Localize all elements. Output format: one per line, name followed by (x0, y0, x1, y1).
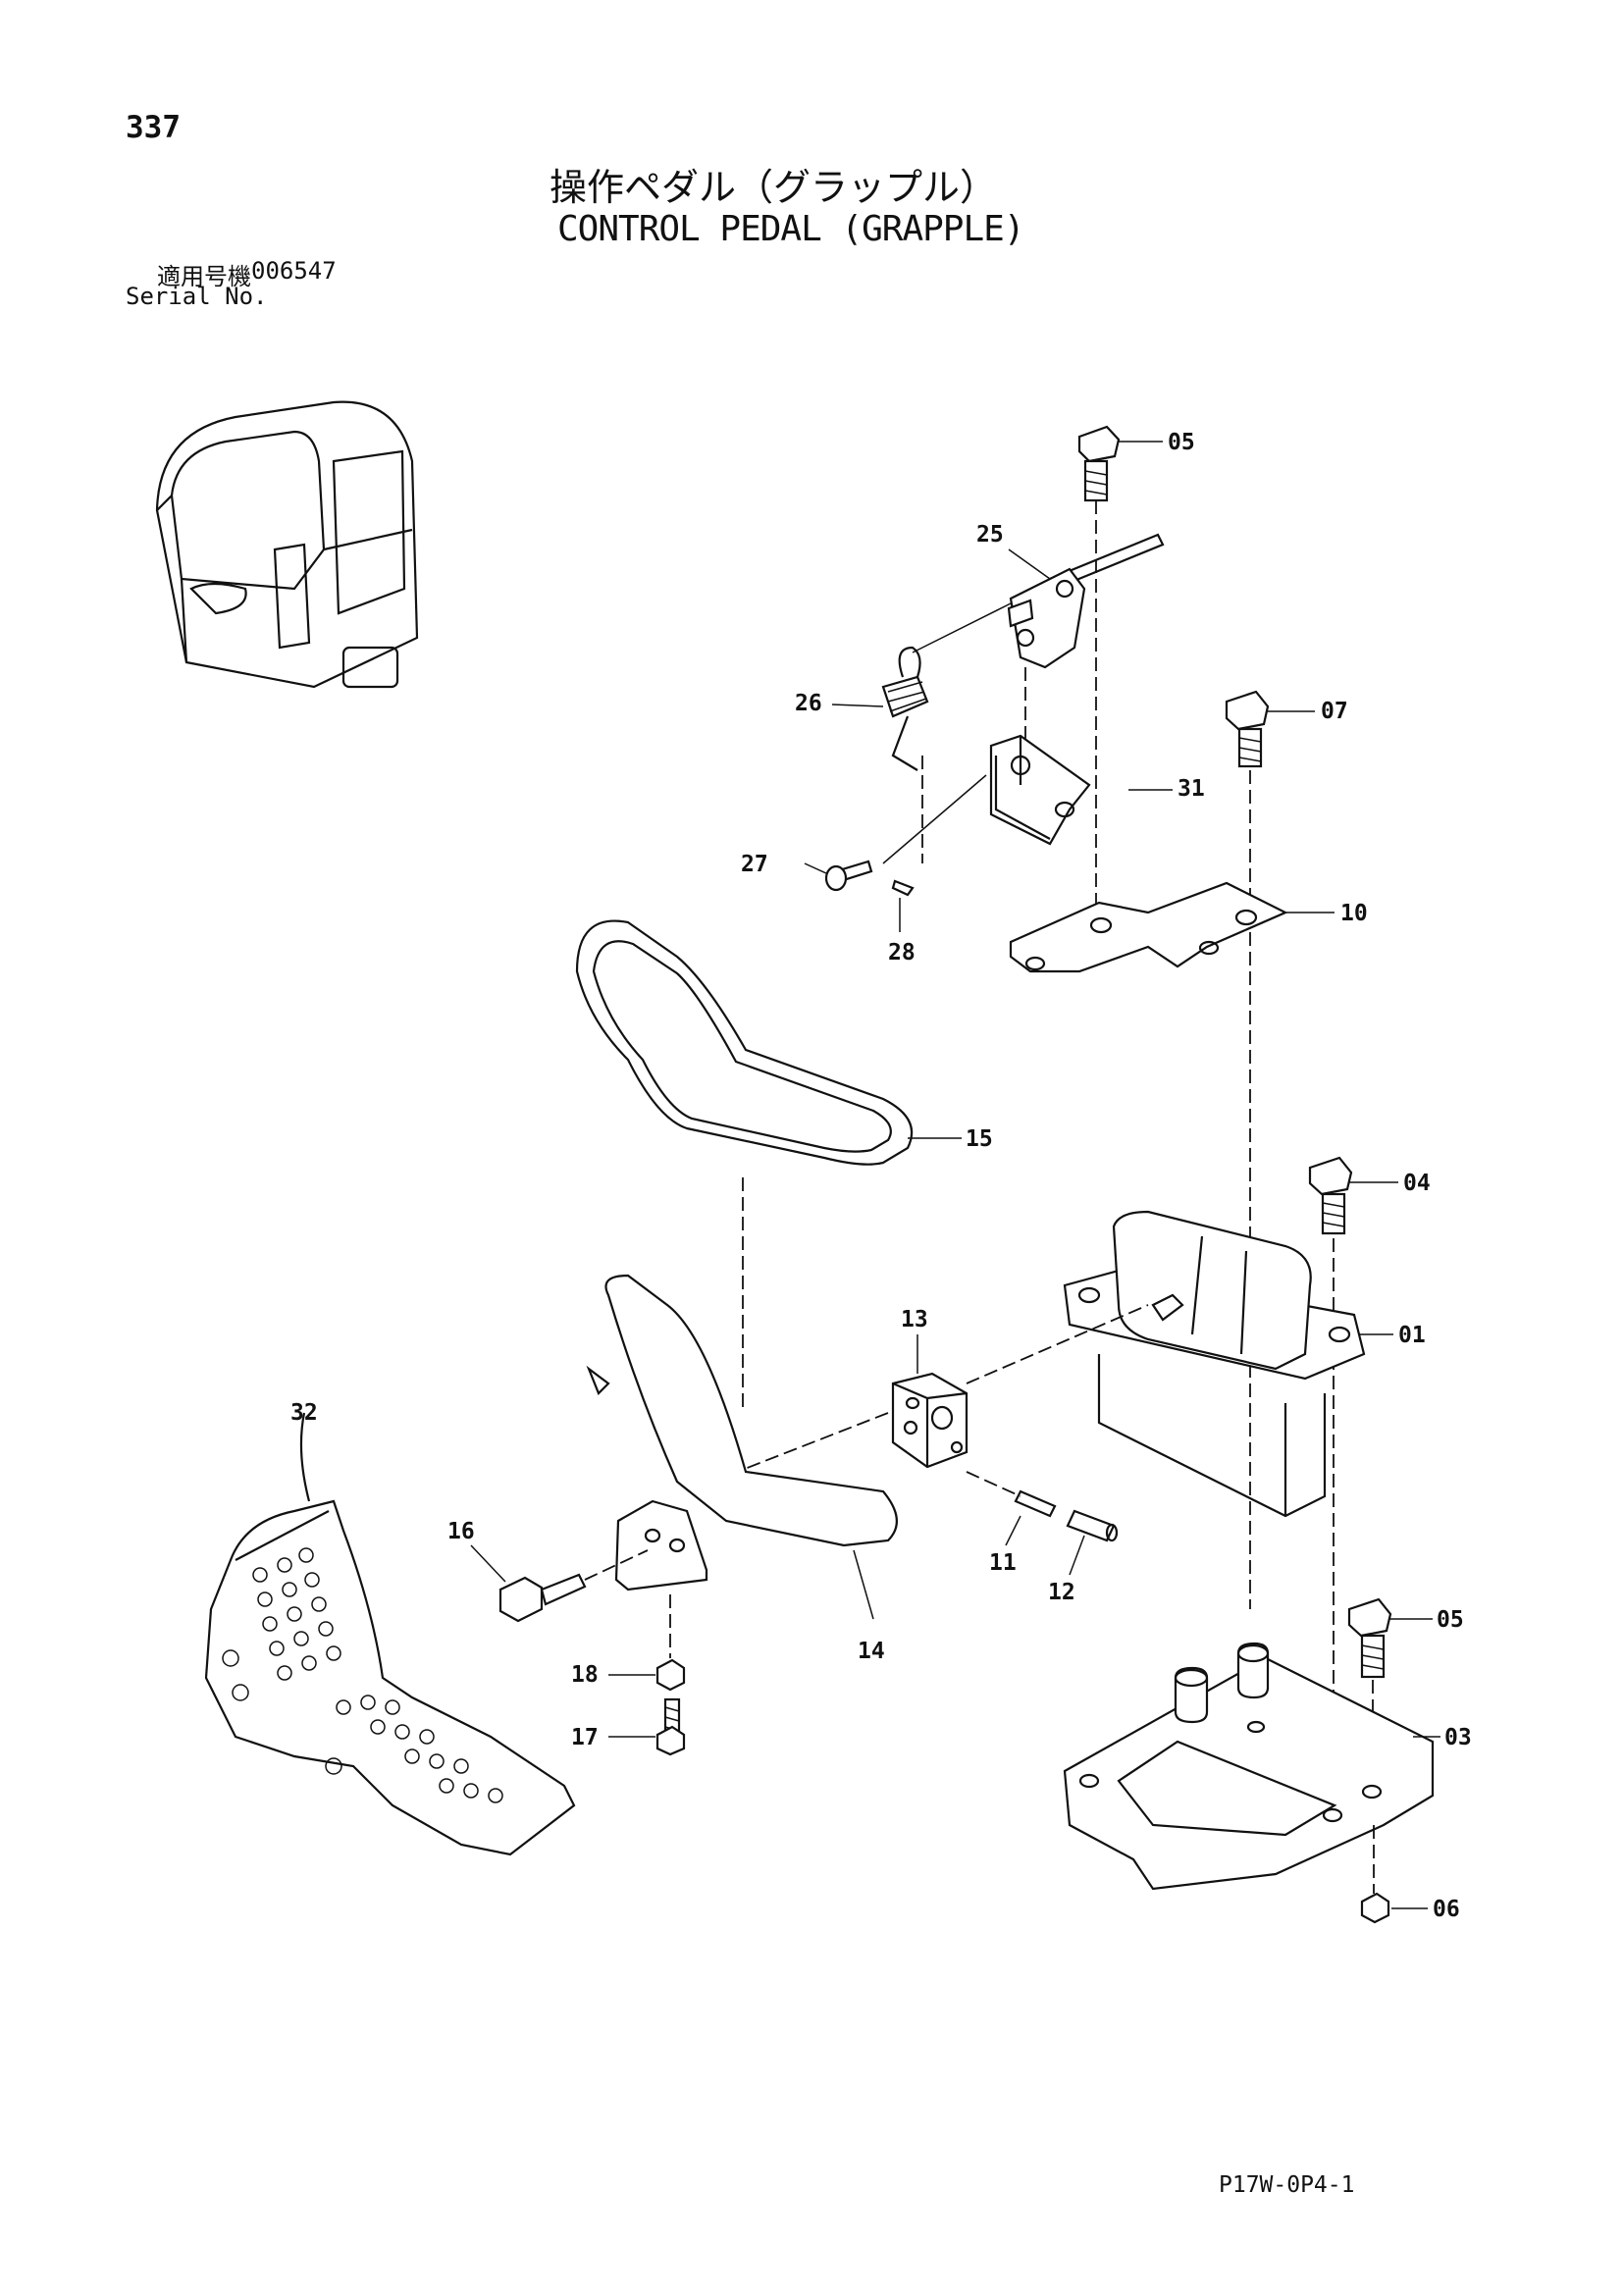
part-11-pin (966, 1471, 1057, 1546)
callout-04: 04 (1403, 1171, 1431, 1196)
callout-31: 31 (1178, 776, 1205, 802)
part-06-nut (1360, 1892, 1428, 1924)
part-03-base-plate (1063, 1642, 1440, 1894)
part-18-nut (608, 1594, 686, 1692)
part-32-pedal-cover (204, 1412, 576, 1856)
callout-05-top: 05 (1168, 430, 1195, 455)
part-14-pedal-arm (586, 1274, 898, 1620)
callout-18: 18 (571, 1662, 599, 1688)
callout-26: 26 (795, 691, 822, 716)
drawing-code: P17W-0P4-1 (1219, 2172, 1355, 2198)
callout-05-lower: 05 (1437, 1607, 1464, 1633)
callout-25: 25 (976, 522, 1004, 548)
callout-01: 01 (1398, 1323, 1426, 1348)
part-01-pedal-valve (1063, 1210, 1393, 1518)
part-25-lever-arm (1007, 533, 1165, 746)
title-english: CONTROL PEDAL (GRAPPLE) (557, 209, 1024, 249)
part-05-bolt-top (1077, 425, 1121, 913)
callout-07: 07 (1321, 699, 1348, 724)
part-28-cotter-pin (891, 879, 915, 932)
callout-32: 32 (290, 1400, 318, 1426)
part-26-spring (881, 602, 1012, 863)
callout-16: 16 (447, 1519, 475, 1544)
part-13-block (686, 1304, 1149, 1492)
part-27-pin (804, 860, 873, 892)
callout-27: 27 (741, 852, 768, 877)
part-17-bolt (608, 1697, 686, 1756)
leader-26 (831, 704, 884, 707)
leader-25 (1008, 548, 1051, 580)
callout-12: 12 (1048, 1580, 1075, 1605)
callout-13: 13 (901, 1307, 928, 1332)
callout-15: 15 (966, 1126, 993, 1152)
cab-locator-thumbnail (155, 400, 419, 689)
serial-label-japanese: 適用号機 (157, 263, 251, 290)
part-15-pedal-pad (575, 919, 962, 1413)
serial-value: 006547 (251, 257, 337, 285)
callout-06: 06 (1433, 1897, 1460, 1922)
callout-03: 03 (1444, 1725, 1472, 1750)
callout-10: 10 (1340, 901, 1368, 926)
serial-label-english: Serial No. (126, 283, 268, 310)
page-number: 337 (126, 110, 181, 145)
part-12-sleeve (1066, 1509, 1119, 1576)
part-31-bracket (882, 734, 1173, 864)
callout-28: 28 (888, 940, 916, 965)
callout-14: 14 (858, 1639, 885, 1664)
title-japanese: 操作ペダル（グラップル） (550, 166, 998, 209)
part-16-bolt (470, 1544, 649, 1623)
part-07-bolt (1225, 690, 1315, 903)
callout-17: 17 (571, 1725, 599, 1750)
callout-11: 11 (989, 1550, 1017, 1576)
